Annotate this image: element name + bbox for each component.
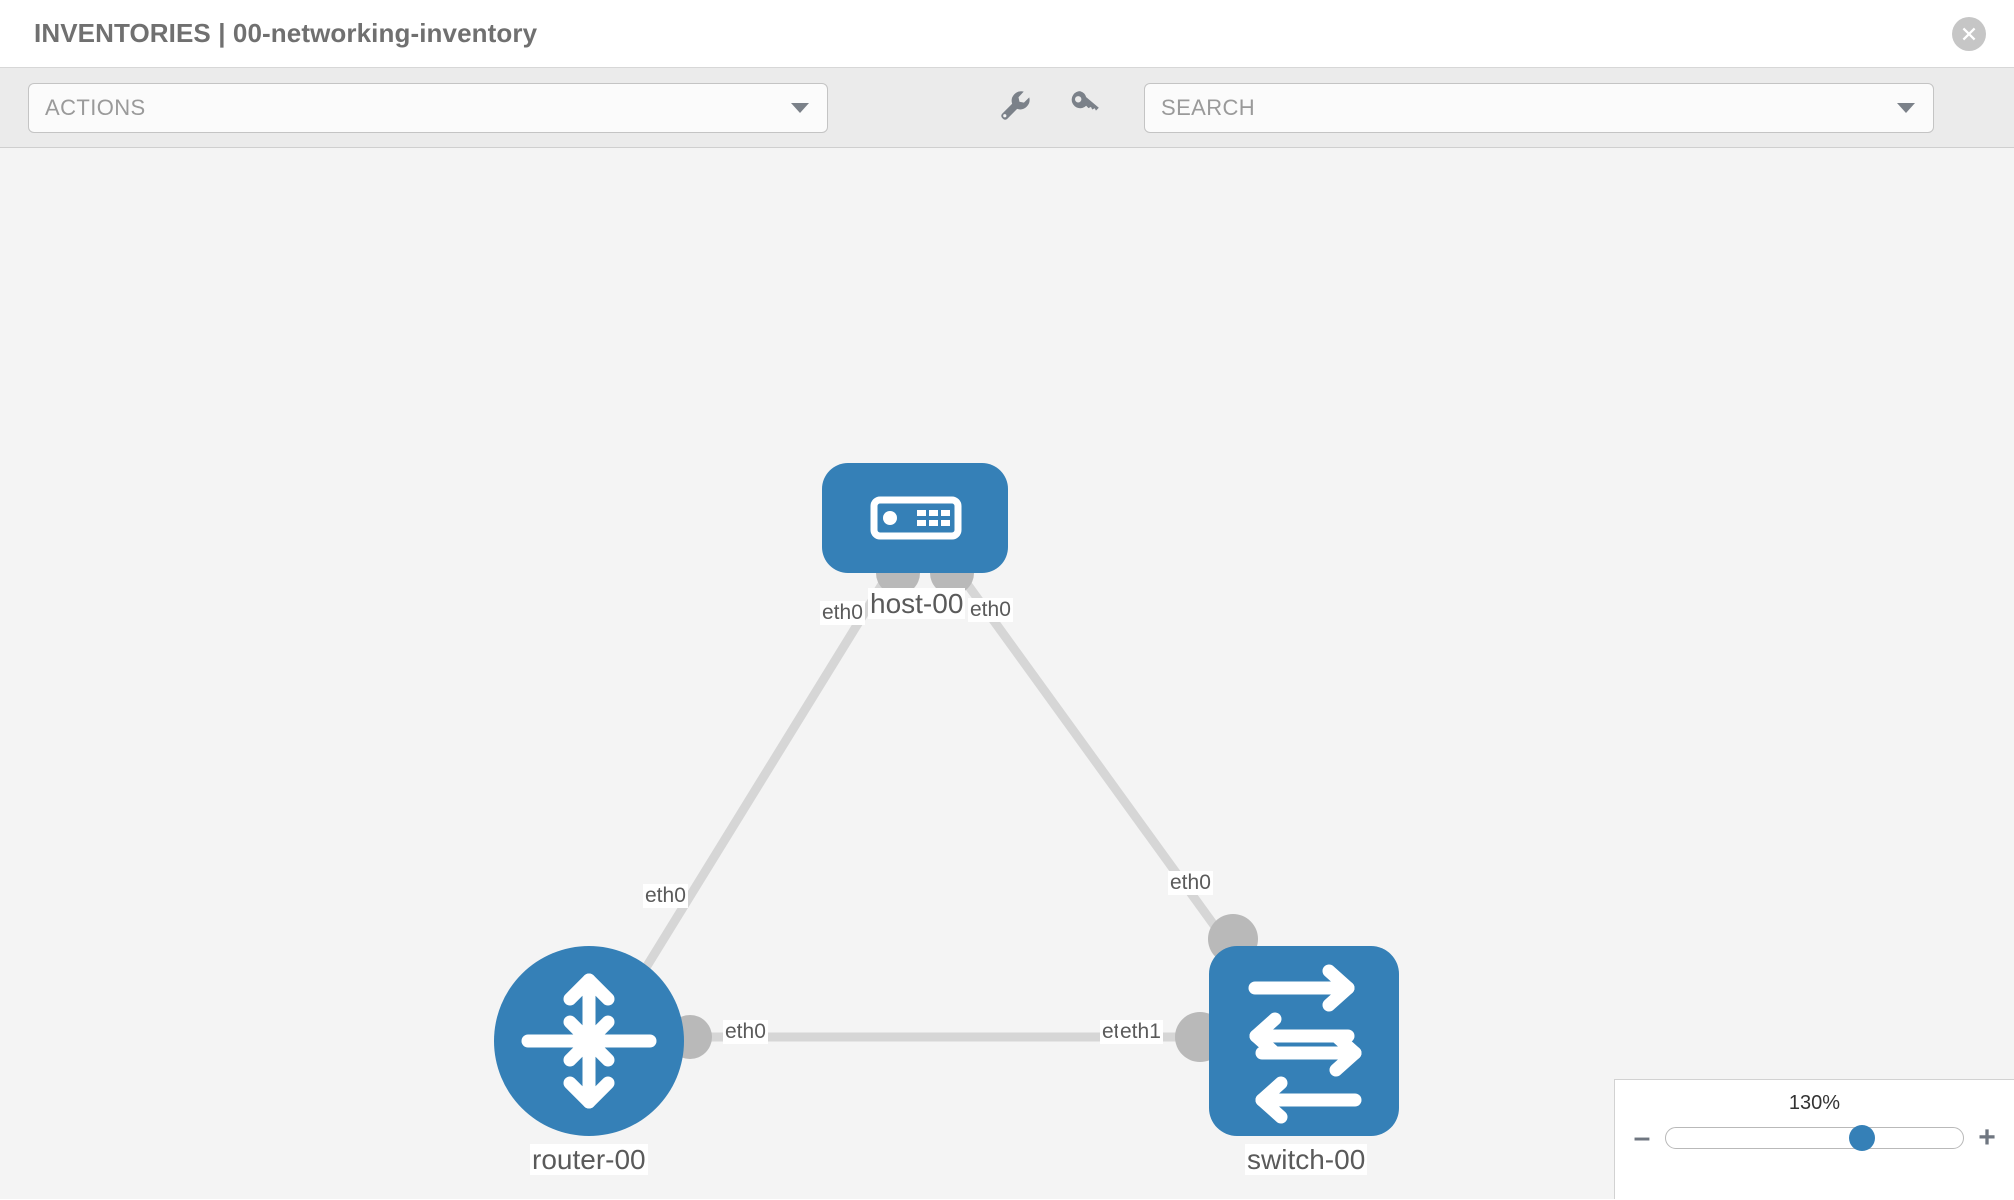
iface-label: eth0 <box>968 598 1013 623</box>
search-placeholder: SEARCH <box>1161 94 1256 120</box>
zoom-control-panel: 130% – + <box>1614 1079 2014 1199</box>
iface-label: eth0 <box>1168 871 1213 896</box>
topology-connectors <box>668 551 1258 1062</box>
node-router-00 <box>494 946 684 1136</box>
chevron-down-icon <box>791 102 809 113</box>
toolbar-icon-group <box>998 88 1102 127</box>
zoom-slider-thumb[interactable] <box>1849 1125 1876 1151</box>
zoom-in-button[interactable]: + <box>1978 1121 1996 1154</box>
server-icon <box>870 496 962 540</box>
zoom-level-label: 130% <box>1788 1092 1841 1114</box>
switch-arrows-icon <box>1248 964 1362 1124</box>
iface-label: eth0 <box>723 1020 768 1045</box>
iface-label: eth0 <box>820 601 865 626</box>
iface-label: eth0 <box>643 884 688 909</box>
node-label-router-00: router-00 <box>530 1144 648 1176</box>
toolbar: ACTIONS SEARCH <box>0 68 2014 148</box>
node-label-switch-00: switch-00 <box>1245 1144 1368 1176</box>
iface-label: eth1 <box>1118 1020 1163 1045</box>
key-icon[interactable] <box>1068 88 1102 127</box>
actions-dropdown[interactable]: ACTIONS <box>28 82 828 133</box>
close-circle-icon[interactable] <box>1952 16 1986 51</box>
link-host00-router00 <box>605 547 907 1031</box>
page-header: INVENTORIES | 00-networking-inventory <box>0 0 2014 68</box>
search-input[interactable]: SEARCH <box>1144 82 1934 133</box>
actions-dropdown-label: ACTIONS <box>45 94 146 120</box>
wrench-icon[interactable] <box>998 88 1032 127</box>
node-host-00 <box>822 463 1008 573</box>
page-title: INVENTORIES | 00-networking-inventory <box>34 18 538 48</box>
node-switch-00 <box>1209 946 1399 1136</box>
zoom-slider-track[interactable] <box>1665 1125 1964 1151</box>
chevron-down-icon <box>1897 102 1915 113</box>
router-arrows-icon <box>521 973 657 1109</box>
topology-graph <box>494 463 1399 1136</box>
topology-links <box>605 547 1237 1042</box>
node-label-host-00: host-00 <box>868 588 966 620</box>
zoom-slider-row: – + <box>1615 1123 2014 1153</box>
topology-canvas[interactable]: eth0 host-00 eth0 eth0 eth0 eth0 eth0 et… <box>0 148 2014 1199</box>
zoom-out-button[interactable]: – <box>1633 1121 1651 1154</box>
